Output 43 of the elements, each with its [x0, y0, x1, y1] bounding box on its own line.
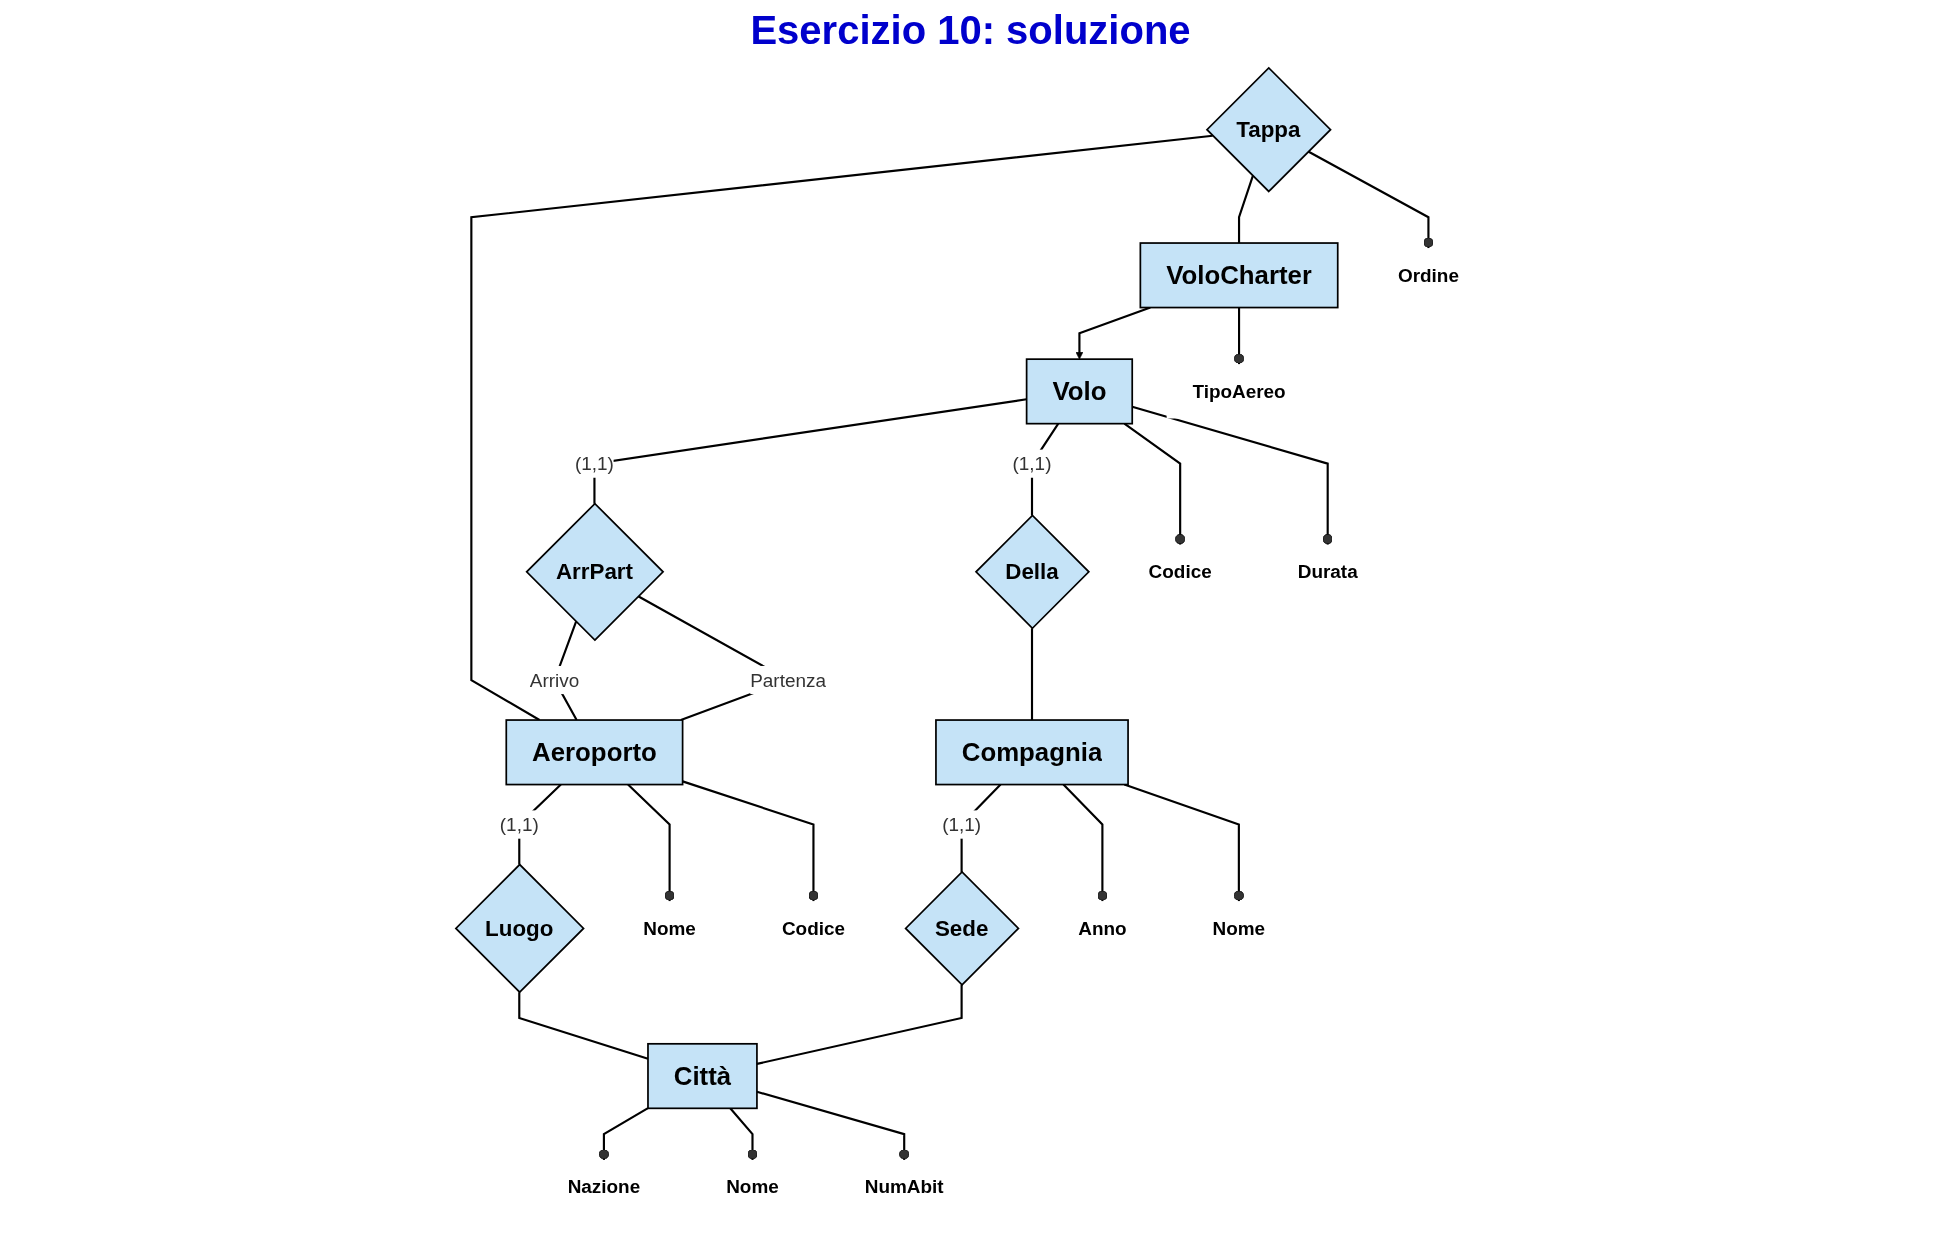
edge-label: Arrivo — [530, 669, 580, 691]
node-text: Ordine — [1398, 264, 1460, 287]
edge-label: (1,1) — [575, 452, 615, 475]
node-box: Compagnia — [935, 719, 1130, 786]
connector — [1062, 783, 1108, 902]
node-text: TipoAereo — [1192, 380, 1286, 403]
arrow — [1075, 306, 1151, 360]
connector — [682, 780, 819, 902]
node-box: Volo — [1025, 358, 1134, 425]
connector — [1031, 628, 1034, 721]
connector — [1234, 307, 1245, 365]
node-box: Città — [647, 1042, 758, 1110]
connector — [627, 783, 675, 902]
node-diamond: ArrPart — [525, 502, 665, 642]
node-diamond: Sede — [904, 870, 1020, 986]
node-diamond: Luogo — [454, 863, 585, 994]
connector — [1307, 150, 1434, 249]
diagram-title: Esercizio 10: soluzione — [749, 8, 1192, 53]
edge-label: Partenza — [750, 669, 827, 691]
connector — [1124, 783, 1245, 902]
edge-label: (1,1) — [1012, 452, 1052, 475]
connector — [1132, 405, 1334, 545]
node-text: Nome — [1212, 917, 1266, 940]
node-diamond: Tappa — [1205, 66, 1332, 193]
edge-label: (1,1) — [500, 813, 539, 836]
node-text: Nome — [643, 917, 697, 940]
node-box: Aeroporto — [505, 719, 684, 786]
connector — [1238, 175, 1255, 244]
connector — [729, 1107, 758, 1160]
node-text: Anno — [1078, 917, 1127, 940]
edge-label: (1,1) — [942, 813, 982, 836]
node-box: VoloCharter — [1139, 242, 1339, 309]
node-diamond: Della — [975, 514, 1091, 630]
connector — [518, 992, 649, 1060]
node-text: Nazione — [567, 1176, 641, 1198]
node-text: Codice — [1148, 561, 1212, 583]
connector — [593, 398, 1027, 504]
node-text: Nome — [726, 1176, 779, 1198]
node-text: Durata — [1297, 561, 1358, 583]
node-text: NumAbit — [864, 1176, 944, 1198]
node-text: Codice — [782, 917, 846, 940]
connector — [598, 1107, 649, 1160]
connector — [1123, 422, 1186, 545]
